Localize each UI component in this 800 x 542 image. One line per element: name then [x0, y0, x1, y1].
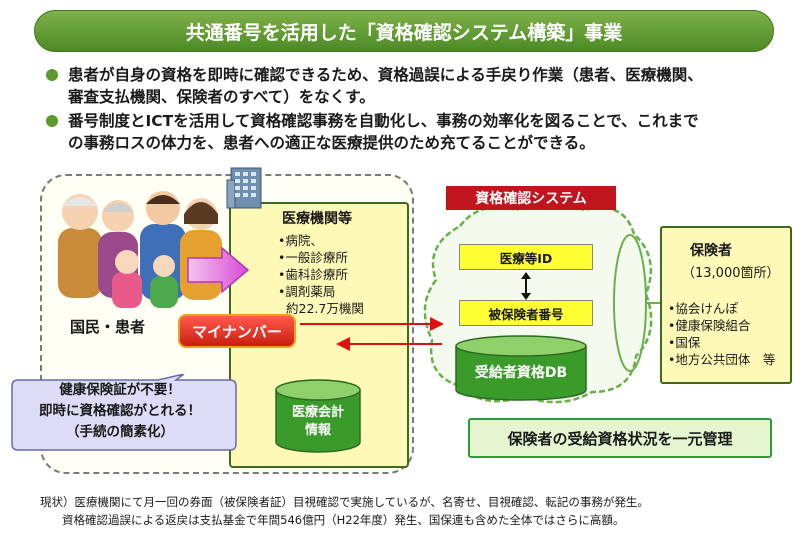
bullet-dot-icon — [46, 69, 58, 81]
insurer-box — [660, 226, 792, 384]
unified-management-box: 保険者の受給資格状況を一元管理 — [468, 418, 772, 458]
title-banner: 共通番号を活用した「資格確認システム構築」事業 — [34, 10, 774, 52]
medical-title: 医療機関等 — [282, 211, 352, 227]
system-label: 資格確認システム — [446, 186, 616, 210]
bullet-line: 番号制度とICTを活用して資格確認事務を自動化し、事務の効率化を図ることで、これ… — [68, 112, 699, 130]
family-illustration — [58, 191, 222, 308]
medical-item: •病院、 — [278, 233, 323, 248]
footer-note: 現状）医療機関にて月一回の券面（被保険者証）目視確認で実施しているが、名寄せ、目… — [40, 495, 649, 509]
recipient-db-icon — [455, 335, 587, 401]
bullet-dot-icon — [46, 115, 58, 127]
footer-note: 資格確認過誤による返戻は支払基金で年間546億円（H22年度）発生、国保連も含め… — [62, 513, 625, 527]
bullet-line: 患者が自身の資格を即時に確認できるため、資格過誤による手戻り作業（患者、医療機関… — [68, 66, 703, 84]
insurer-item: •国保 — [668, 335, 701, 350]
link-arrow-icon — [521, 272, 531, 300]
magenta-arrow-icon — [187, 246, 250, 294]
insurer-title: 保険者 — [690, 243, 732, 259]
unified-management-label: 保険者の受給資格状況を一元管理 — [507, 429, 733, 448]
db-line: 情報 — [304, 423, 331, 438]
db-line: 医療会計 — [291, 405, 344, 420]
medical-count: 約22.7万機関 — [286, 301, 364, 316]
insurer-item: •地方公共団体 等 — [668, 352, 776, 367]
medical-accounting-db-label: 医療会計 情報 — [272, 404, 364, 440]
exchange-arrows-icon — [300, 317, 444, 351]
insurer-item: •協会けんぽ — [668, 301, 738, 316]
medical-accounting-db-icon — [275, 379, 361, 453]
callout-line: 即時に資格確認がとれる！ — [39, 403, 201, 419]
callout-bubble — [11, 374, 237, 451]
insurer-item: •健康保険組合 — [668, 318, 751, 333]
recipient-db-label: 受給者資格DB — [474, 365, 568, 381]
mynumber-badge: マイナンバー — [178, 314, 296, 348]
callout-line: 健康保険証が不要！ — [59, 382, 181, 398]
bullet-line: の事務ロスの体力を、患者への適正な医療提供のため充てることができる。 — [68, 134, 595, 152]
medical-id-box: 医療等ID — [459, 244, 593, 270]
medical-id-label: 医療等ID — [499, 250, 553, 266]
medical-item: •一般診療所 — [278, 250, 348, 265]
insured-number-label: 被保険者番号 — [488, 306, 564, 322]
medical-list: •病院、 •一般診療所 •歯科診療所 •調剤薬局 約22.7万機関 — [278, 232, 364, 317]
callout-text: 健康保険証が不要！ 即時に資格確認がとれる！ （手続の簡素化） — [8, 380, 232, 443]
mynumber-label: マイナンバー — [192, 322, 282, 341]
bullet-item: 患者が自身の資格を即時に確認できるため、資格過誤による手戻り作業（患者、医療機関… — [46, 64, 782, 108]
building-icon — [226, 167, 262, 209]
callout-line: （手続の簡素化） — [66, 424, 174, 440]
insurer-count: （13,000箇所） — [682, 266, 780, 281]
bullet-line: 審査支払機関、保険者のすべて）をなくす。 — [68, 88, 375, 106]
medical-item: •調剤薬局 — [278, 284, 336, 299]
connector-ellipse — [613, 234, 662, 372]
page-title: 共通番号を活用した「資格確認システム構築」事業 — [185, 21, 623, 44]
bullet-item: 番号制度とICTを活用して資格確認事務を自動化し、事務の効率化を図ることで、これ… — [46, 110, 782, 154]
insured-number-box: 被保険者番号 — [459, 300, 593, 326]
citizen-label: 国民・患者 — [70, 318, 146, 336]
medical-item: •歯科診療所 — [278, 267, 348, 282]
insurer-list: •協会けんぽ •健康保険組合 •国保 •地方公共団体 等 — [668, 300, 775, 368]
